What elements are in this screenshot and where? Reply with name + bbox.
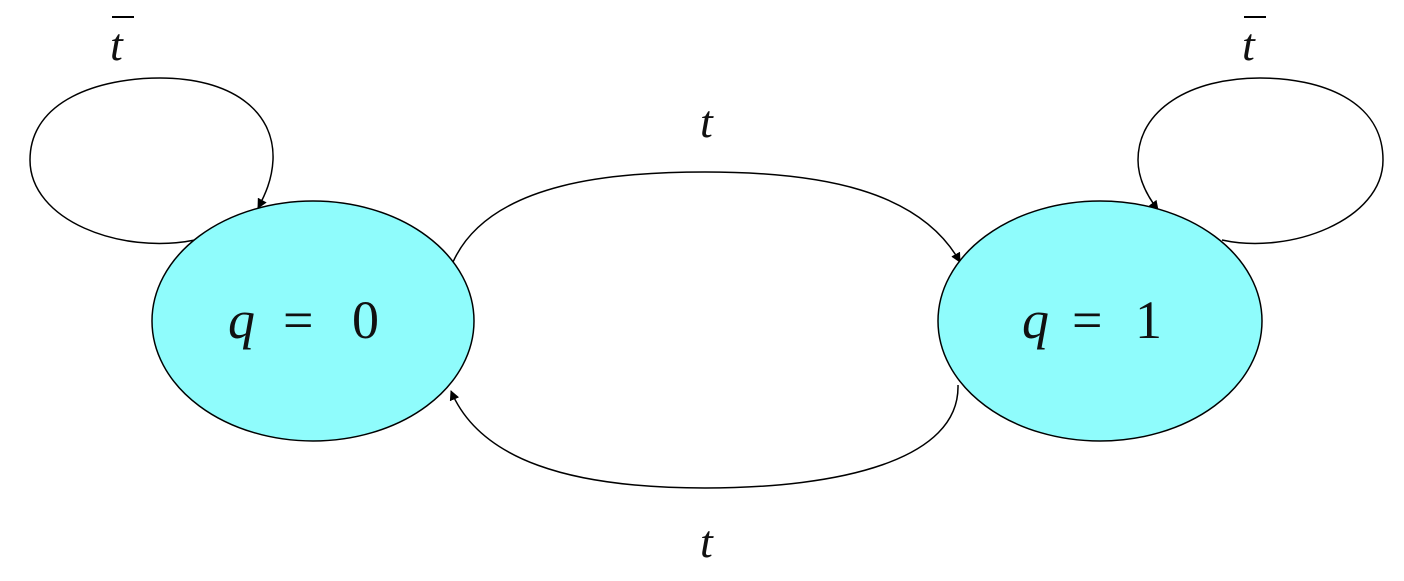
state-q1-eq: =: [1072, 290, 1102, 350]
state-q1-var: q: [1022, 290, 1049, 350]
loop-q1-label-text: t: [1242, 19, 1256, 70]
state-q0: [151, 200, 475, 442]
label-loop-q1: t: [1242, 16, 1266, 70]
label-q1-to-q0: t: [700, 516, 714, 567]
label-loop-q0: t: [110, 16, 134, 70]
loop-q0-label-text: t: [110, 19, 124, 70]
transition-q1-to-q0: [449, 384, 959, 489]
transition-q0-to-q1: [452, 171, 961, 263]
state-q1-value: 1: [1135, 290, 1162, 350]
state-q0-label: q = 0: [228, 290, 379, 350]
state-q0-value: 0: [352, 290, 379, 350]
state-q0-var: q: [228, 290, 255, 350]
label-q0-to-q1: t: [700, 96, 714, 147]
self-loop-q1: [1137, 77, 1384, 245]
self-loop-q0: [29, 77, 274, 245]
state-q0-eq: =: [283, 290, 313, 350]
state-q1-label: q = 1: [1022, 290, 1162, 350]
state-q1: [937, 200, 1263, 442]
